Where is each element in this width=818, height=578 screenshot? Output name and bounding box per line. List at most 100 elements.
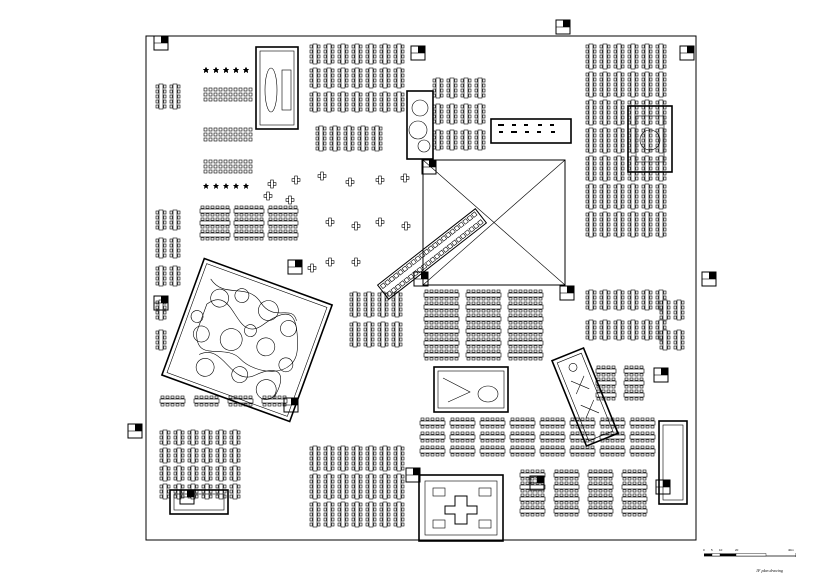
desk-cluster [432, 77, 444, 99]
lounge-piece [325, 217, 335, 227]
desk-cluster [351, 445, 363, 472]
bridge-cell [438, 249, 445, 257]
seat-block [248, 169, 253, 174]
desk-cluster [519, 505, 546, 517]
seat-block [228, 87, 233, 92]
desk-cluster [393, 473, 405, 500]
desk-cluster [187, 447, 199, 464]
desk-cluster [587, 505, 614, 517]
pavilion-upper-right [490, 105, 673, 173]
desk-cluster [337, 91, 349, 113]
desk-cluster [655, 183, 667, 210]
seat-block [208, 159, 213, 164]
garden-circle [219, 328, 243, 351]
seat-block [228, 97, 233, 102]
desk-cluster [379, 91, 391, 113]
desk-cluster [199, 205, 231, 217]
star-marker [233, 183, 239, 189]
bridge-cell [436, 238, 443, 245]
desk-cluster [641, 127, 653, 154]
desk-cluster [329, 125, 341, 152]
desk-cluster [349, 291, 361, 318]
desk-cluster [587, 469, 614, 481]
bridge-cell [472, 222, 480, 230]
lounge-piece [307, 263, 317, 273]
lounge-piece [375, 175, 385, 185]
lounge-piece [285, 195, 295, 205]
desk-cluster [509, 445, 536, 457]
desk-cluster [655, 211, 667, 238]
seat-block [213, 164, 218, 169]
desk-cluster [613, 155, 625, 182]
seat-dot [525, 131, 527, 133]
desk-cluster [539, 445, 566, 457]
desk-cluster [309, 43, 321, 65]
seat-block [233, 164, 238, 169]
desk-cluster [507, 325, 544, 337]
seat-dot [515, 131, 517, 133]
seat-block [248, 159, 253, 164]
desk-cluster [627, 71, 639, 98]
seat-block [223, 132, 228, 137]
pavilion-bottom-left [169, 489, 229, 515]
desk-cluster [173, 465, 185, 482]
desk-cluster [229, 447, 241, 464]
seat-block [238, 164, 243, 169]
desk-cluster [623, 365, 645, 377]
bridge-cell [403, 276, 410, 284]
star-marker [233, 67, 239, 73]
desk-cluster [623, 377, 645, 389]
seat-block [248, 127, 253, 132]
seat-block [248, 87, 253, 92]
service-core [701, 271, 717, 287]
garden-circle [258, 300, 279, 321]
desk-cluster [613, 43, 625, 70]
desk-cluster [479, 431, 506, 443]
seat-block [203, 97, 208, 102]
desk-cluster [229, 465, 241, 482]
bridge-cell [458, 221, 465, 229]
seat-block [233, 97, 238, 102]
lounge-piece [317, 171, 327, 181]
desk-cluster [233, 217, 265, 229]
desk-cluster [423, 337, 460, 349]
bridge-cell [414, 255, 422, 262]
garden-circle [256, 337, 276, 357]
garden-circle [231, 366, 249, 383]
seat-block [213, 159, 218, 164]
service-core [179, 489, 195, 505]
desk-cluster [169, 83, 181, 110]
desk-cluster [585, 289, 597, 311]
desk-cluster [365, 67, 377, 89]
desk-cluster [371, 125, 383, 152]
seat-block [208, 92, 213, 97]
desk-cluster [655, 155, 667, 182]
desk-cluster [479, 445, 506, 457]
desk-cluster [323, 445, 335, 472]
bridge-cell [429, 256, 436, 264]
desk-cluster [155, 209, 167, 231]
seat-block [208, 137, 213, 142]
desk-cluster [363, 321, 375, 348]
seat-block [238, 92, 243, 97]
desk-cluster [627, 319, 639, 341]
desk-cluster [585, 127, 597, 154]
desk-cluster [465, 289, 502, 301]
desk-cluster [199, 217, 231, 229]
desk-cluster [169, 209, 181, 231]
desk-cluster [507, 349, 544, 361]
bridge-cell [401, 265, 409, 273]
seat-block [203, 137, 208, 142]
desk-cluster [233, 205, 265, 217]
seat-block [238, 97, 243, 102]
seat-block [208, 132, 213, 137]
desk-cluster [659, 299, 671, 321]
desk-cluster [215, 465, 227, 482]
desk-cluster [585, 71, 597, 98]
desk-cluster [673, 329, 685, 351]
desk-cluster [159, 465, 171, 482]
desk-cluster [641, 289, 653, 311]
desk-cluster [351, 91, 363, 113]
seat-block [238, 159, 243, 164]
desk-cluster [587, 481, 614, 493]
